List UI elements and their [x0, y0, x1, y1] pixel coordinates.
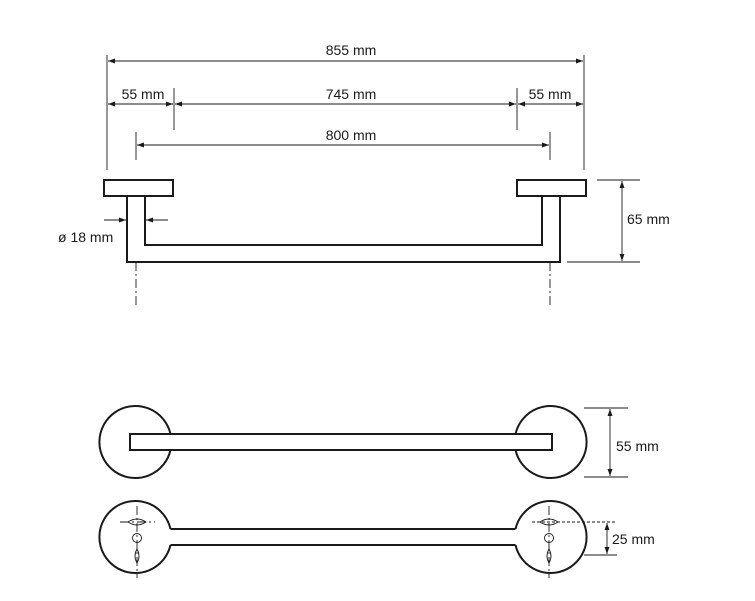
right-rosette [514, 405, 588, 479]
dimension-overall-label: 855 mm [326, 42, 377, 58]
dimension-center-distance-label: 800 mm [326, 127, 377, 143]
dimension-right-flange-label: 55 mm [529, 86, 572, 102]
top-view: 55 mm [98, 405, 659, 479]
dimension-inner-span-label: 745 mm [326, 86, 377, 102]
mounting-slot [127, 518, 147, 526]
mounting-slot [546, 548, 552, 564]
bar-top-view [129, 433, 553, 451]
dimension-depth-label: 65 mm [627, 211, 670, 227]
right-wall-flange [516, 179, 587, 197]
dimension-mount-offset-label: 25 mm [612, 531, 655, 547]
mounting-slot [134, 548, 140, 564]
mounting-hole [132, 533, 142, 543]
back-view: 25 mm [98, 500, 655, 578]
right-back-rosette [514, 500, 588, 574]
dimension-left-flange-label: 55 mm [122, 86, 165, 102]
left-rosette [98, 405, 172, 479]
mounting-hole [544, 533, 554, 543]
dimension-rod-diameter-label: ø 18 mm [58, 229, 113, 245]
front-view: 855 mm 55 mm 745 mm 55 mm 800 mm ø 18 mm… [58, 42, 670, 308]
left-back-rosette [98, 500, 172, 574]
left-wall-flange [103, 179, 174, 197]
mounting-slot [539, 518, 559, 526]
left-mounting-holes [120, 506, 155, 578]
towel-bar-outline [126, 196, 561, 263]
right-mounting-holes [532, 506, 617, 578]
dimension-rosette-label: 55 mm [616, 438, 659, 454]
